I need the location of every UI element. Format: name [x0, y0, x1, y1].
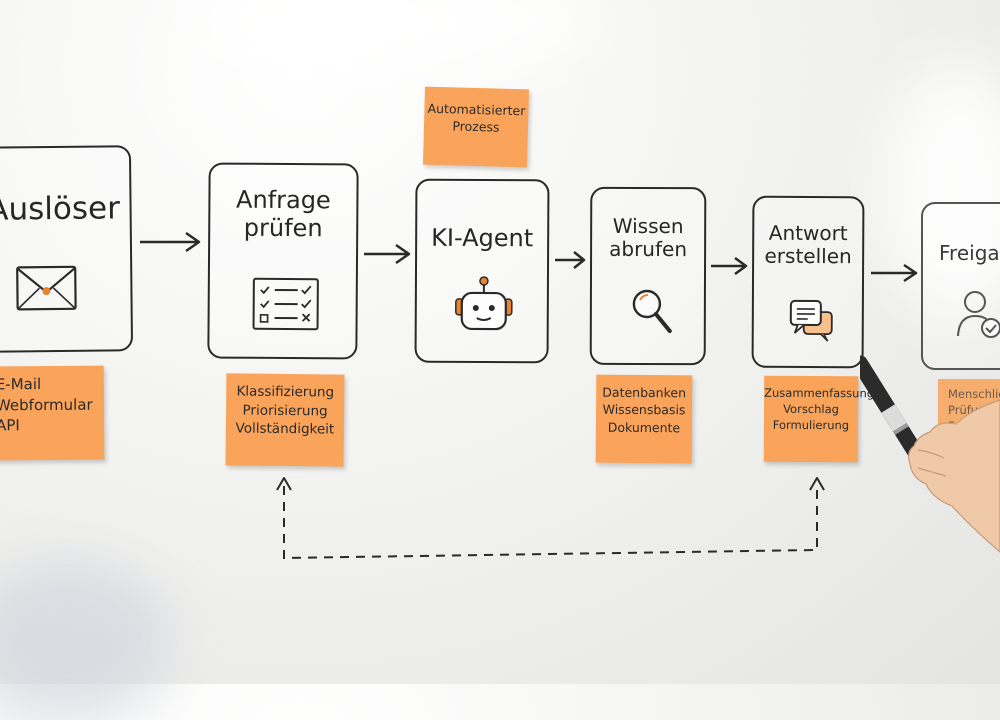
- note-knowledge-sources: Datenbanken Wissensbasis Dokumente: [596, 375, 693, 464]
- checklist-icon: [252, 277, 320, 331]
- arrow-answer-to-approval: [869, 261, 919, 285]
- step-review-request-title: Anfrage prüfen: [210, 186, 356, 242]
- note-automated-process-text: Automatisierter Prozess: [424, 100, 529, 137]
- step-trigger-title: Auslöser: [0, 191, 130, 228]
- step-ai-agent: KI-Agent: [415, 179, 550, 364]
- step-retrieve-knowledge-title: Wissen abrufen: [592, 215, 704, 261]
- step-create-answer-title: Antwort erstellen: [754, 222, 862, 269]
- step-retrieve-knowledge: Wissen abrufen: [590, 187, 707, 365]
- step-review-request: Anfrage prüfen: [207, 162, 358, 359]
- whiteboard: Automatisierter Prozess Auslöser Anfrage…: [0, 0, 1000, 684]
- note-review-criteria-text: Klassifizierung Priorisierung Vollständi…: [226, 382, 345, 439]
- feedback-loop-arrow: [270, 468, 830, 564]
- arrow-agent-to-knowledge: [553, 248, 587, 272]
- arrow-review-to-agent: [362, 242, 412, 266]
- robot-icon: [453, 275, 515, 335]
- note-trigger-sources-text: E-Mail Webformular API: [0, 374, 93, 437]
- note-answer-steps: Zusammenfassung Vorschlag Formulierung: [764, 376, 858, 462]
- blurred-foreground: [0, 560, 170, 720]
- user-check-icon: [955, 288, 1000, 340]
- chat-bubbles-icon: [788, 298, 836, 344]
- note-knowledge-sources-text: Datenbanken Wissensbasis Dokumente: [596, 384, 692, 436]
- note-trigger-sources: E-Mail Webformular API: [0, 366, 104, 461]
- step-trigger: Auslöser: [0, 145, 133, 353]
- arrow-trigger-to-review: [138, 230, 202, 254]
- note-answer-steps-text: Zusammenfassung Vorschlag Formulierung: [764, 386, 858, 434]
- step-create-answer: Antwort erstellen: [752, 196, 865, 369]
- note-automated-process: Automatisierter Prozess: [423, 87, 529, 168]
- step-approval-title: Freigab: [939, 242, 1000, 265]
- presenter-hand-with-marker: [860, 340, 1000, 560]
- envelope-icon: [14, 264, 79, 315]
- magnifier-icon: [630, 287, 674, 335]
- step-ai-agent-title: KI-Agent: [417, 225, 547, 253]
- note-review-criteria: Klassifizierung Priorisierung Vollständi…: [226, 373, 345, 466]
- arrow-knowledge-to-answer: [709, 254, 749, 278]
